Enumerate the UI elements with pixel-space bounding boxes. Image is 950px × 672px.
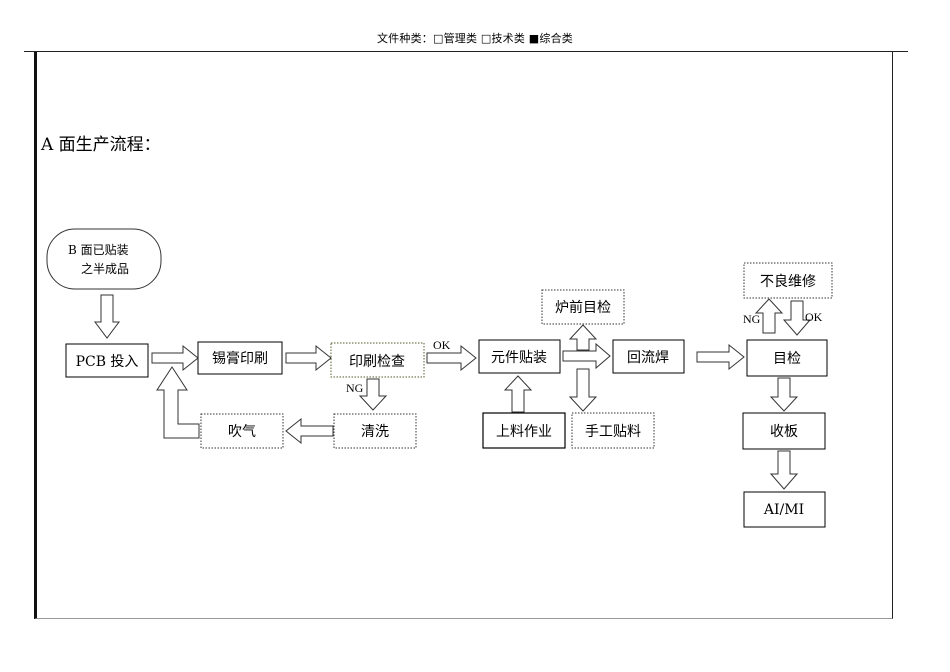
- option-management: 管理类: [443, 32, 478, 45]
- arrow-to-pre-reflow-inspect: [568, 324, 598, 351]
- feeding-box: [482, 412, 566, 449]
- repair-label: 不良维修: [760, 274, 816, 290]
- blow-label: 吹气: [228, 424, 256, 440]
- feeding-label: 上料作业: [496, 424, 552, 440]
- header-divider: [24, 51, 908, 52]
- arrow-reflow-to-inspect: [696, 343, 745, 371]
- repair-ok-label: OK: [805, 310, 823, 324]
- option-general: 综合类: [539, 32, 573, 45]
- arrow-pcb-to-print: [151, 344, 199, 372]
- print-ok-label: OK: [433, 338, 451, 352]
- placement-label: 元件贴装: [491, 350, 547, 366]
- clean-box: [333, 413, 417, 449]
- arrow-start-to-pcb: [94, 294, 120, 339]
- arrow-clean-to-blow: [285, 417, 334, 445]
- pre-reflow-inspect-label: 炉前目检: [555, 299, 611, 316]
- ai-mi-label: AI/MI: [763, 502, 804, 518]
- checkbox-technical-icon: □: [480, 32, 492, 45]
- page-frame: [34, 52, 893, 619]
- doc-type-label: 文件种类：: [376, 32, 433, 45]
- pre-reflow-inspect-box: [541, 289, 625, 325]
- start-node-line1: B 面已贴装: [68, 243, 129, 257]
- arrow-placement-to-reflow: [562, 342, 611, 370]
- checkbox-general-icon: ■: [528, 32, 540, 45]
- option-technical: 技术类: [491, 32, 526, 45]
- ai-mi-box: [743, 491, 826, 528]
- pcb-input-label: PCB 投入: [76, 354, 139, 370]
- collect-box: [742, 412, 826, 450]
- arrow-inspect-to-collect: [769, 377, 799, 412]
- arrow-blow-to-pcb: [156, 366, 200, 439]
- solder-print-label: 锡膏印刷: [212, 350, 268, 367]
- visual-inspect-label: 目检: [773, 351, 801, 367]
- reflow-label: 回流焊: [627, 350, 669, 366]
- print-inspect-label: 印刷检查: [349, 354, 405, 370]
- blow-box: [200, 413, 284, 449]
- arrow-feeding-to-placement: [503, 375, 533, 413]
- section-title: A 面生产流程：: [41, 135, 161, 155]
- repair-ng-label: NG: [743, 312, 761, 326]
- manual-place-box: [571, 412, 655, 449]
- arrow-to-manual-place: [568, 368, 598, 412]
- print-ng-label: NG: [346, 381, 364, 395]
- arrow-inspect-to-repair: [754, 298, 784, 334]
- start-node-shape: [46, 228, 162, 290]
- start-node-line2: 之半成品: [81, 262, 129, 276]
- arrow-print-to-inspect: [285, 344, 332, 372]
- visual-inspect-box: [746, 339, 828, 377]
- arrow-collect-to-aimi: [769, 450, 799, 490]
- collect-label: 收板: [770, 424, 798, 440]
- document-header: 文件种类：□管理类 □技术类 ■综合类: [0, 30, 950, 46]
- arrow-repair-to-inspect: [782, 300, 812, 336]
- placement-box: [478, 339, 561, 374]
- arrow-inspect-to-clean: [358, 378, 388, 411]
- reflow-box: [612, 339, 685, 374]
- pcb-input-box: [65, 343, 149, 378]
- checkbox-management-icon: □: [432, 32, 444, 45]
- clean-label: 清洗: [361, 424, 389, 440]
- manual-place-label: 手工贴料: [585, 424, 641, 440]
- print-inspect-box: [330, 342, 425, 378]
- repair-box: [743, 262, 833, 299]
- arrow-inspect-to-placement: [426, 344, 477, 372]
